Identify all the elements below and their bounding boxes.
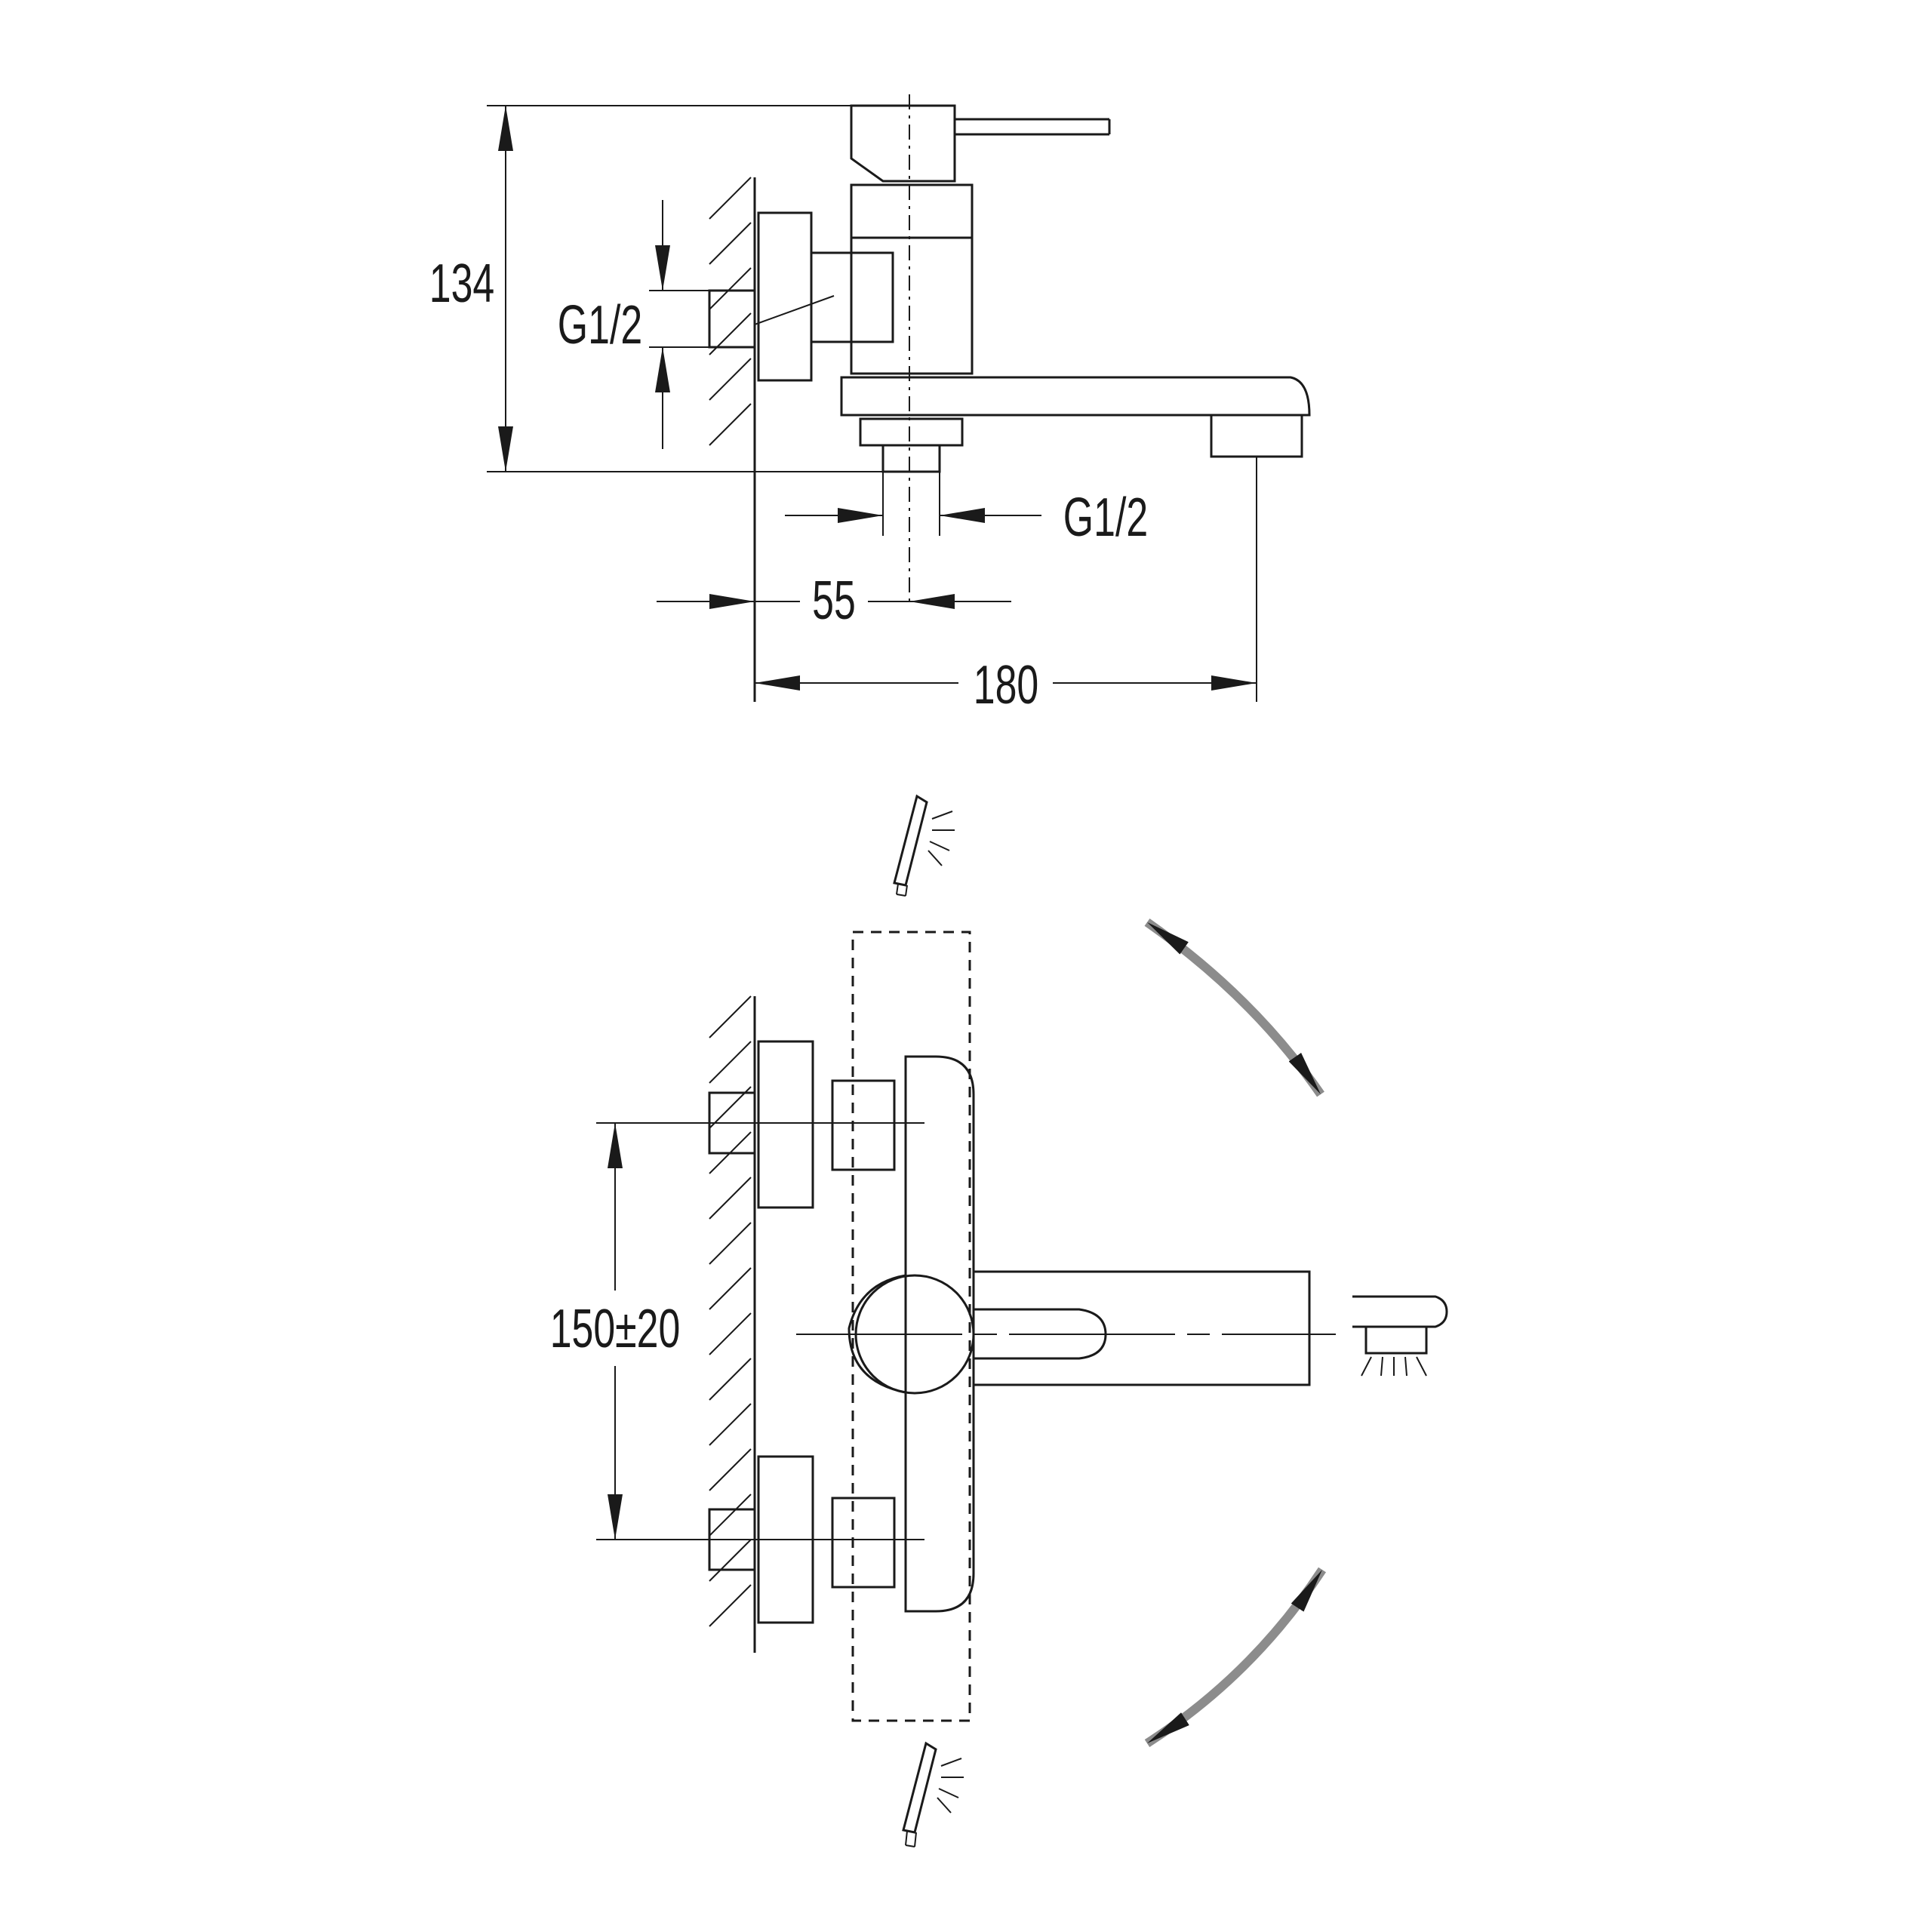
lower-connector (831, 1497, 896, 1589)
valve-body (904, 1055, 975, 1613)
inlet-thread (708, 289, 756, 349)
hand-shower-icon (902, 1741, 964, 1847)
inlet-spacing-label: 150±20 (550, 1299, 681, 1359)
wall-hatch (709, 177, 752, 446)
spout (840, 376, 1311, 417)
outlet-thread-label: G1/2 (1063, 488, 1148, 548)
lever-swing-outline (851, 931, 971, 1722)
upper-connector (831, 1079, 896, 1171)
wall-to-axis-label: 55 (812, 571, 856, 631)
valve-body (850, 236, 974, 375)
projection-label: 180 (974, 655, 1038, 715)
lever-housing (850, 104, 956, 183)
rotation-arrow-icon (1144, 1567, 1327, 1748)
escutcheon (757, 211, 813, 382)
spout-aerator (1210, 414, 1303, 458)
rotation-arrow-icon (1144, 918, 1324, 1097)
diverter-base (859, 417, 964, 447)
inlet-thread-label: G1/2 (558, 295, 642, 355)
cartridge-ring (850, 183, 974, 239)
spout-outlet-icon (1352, 1295, 1448, 1377)
wall-hatch (709, 995, 752, 1627)
outlet-thread (881, 444, 941, 473)
upper-escutcheon (757, 1040, 814, 1209)
spout (972, 1270, 1311, 1386)
height-dimension-label: 134 (429, 254, 494, 314)
front-view: 150±20 (550, 794, 1448, 1847)
side-view: 134 G1/2 G1/2 55 180 (429, 94, 1311, 715)
hand-shower-icon (893, 794, 955, 897)
